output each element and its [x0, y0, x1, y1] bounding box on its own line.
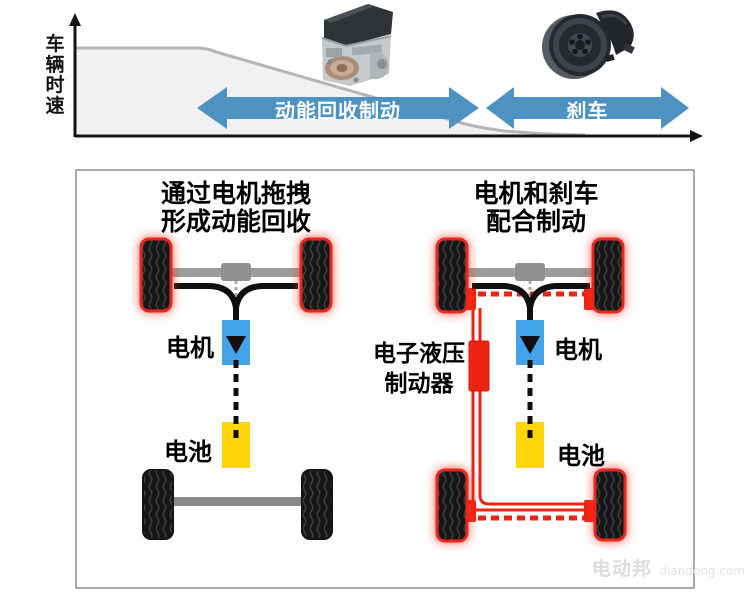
wheel-front-right: [591, 237, 625, 314]
watermark: 电动邦 diandong.com: [570, 554, 745, 581]
left-chassis-diagram: [139, 237, 333, 540]
right-chassis-diagram: [435, 237, 627, 543]
ehb-label: 电子液压 制动器: [345, 339, 493, 399]
speed-curve-chart: [69, 13, 703, 142]
battery-box: [516, 422, 544, 468]
y-axis-arrowhead-icon: [69, 13, 81, 26]
battery-box: [222, 422, 250, 468]
right-panel-title: 电机和刹车 配合制动: [406, 180, 666, 236]
wheel-front-right: [299, 237, 333, 313]
left-panel-title-line1: 通过电机拖拽: [160, 179, 311, 208]
brake-disc-image: [542, 10, 635, 79]
power-flow-line: [233, 283, 298, 338]
hydraulic-lines: [462, 288, 598, 522]
panel-border-box: [75, 169, 695, 589]
left-battery-label: 电池: [164, 438, 212, 466]
brake-phase-arrow-icon: [486, 87, 689, 129]
curve-fill-area: [76, 48, 585, 136]
wheel-rear-right: [301, 469, 333, 540]
wheel-front-left: [139, 237, 173, 313]
wheel-rear-left: [142, 469, 174, 540]
ehb-actuator-box: [468, 340, 490, 392]
brake-phase-label: 刹车: [566, 98, 609, 123]
left-panel-title-line2: 形成动能回收: [160, 207, 311, 236]
ehb-label-line1: 电子液压: [373, 341, 465, 367]
wheel-rear-left: [435, 468, 469, 543]
differential: [515, 263, 545, 281]
speed-curve: [76, 46, 586, 137]
regen-phase-label: 动能回收制动: [275, 98, 401, 123]
watermark-site: diandong.com: [659, 564, 745, 578]
right-battery-label: 电池: [557, 442, 605, 470]
regen-phase-arrow-icon: [197, 87, 479, 129]
flow-arrowhead-icon: [520, 336, 540, 354]
left-panel-title: 通过电机拖拽 形成动能回收: [106, 180, 366, 236]
rear-axle: [150, 497, 322, 506]
y-axis-label: 车辆时速: [45, 33, 65, 117]
wheel-rear-right: [593, 468, 627, 542]
watermark-brand: 电动邦: [591, 558, 652, 580]
right-motor-label: 电机: [554, 336, 602, 364]
engine-image: [321, 4, 393, 86]
flow-arrowhead-icon: [226, 336, 246, 354]
ehb-label-line2: 制动器: [384, 371, 454, 397]
differential: [221, 263, 251, 281]
left-motor-label: 电机: [166, 334, 214, 362]
power-flow-line: [527, 283, 590, 338]
right-panel-title-line1: 电机和刹车: [473, 179, 599, 208]
wheel-front-left: [435, 237, 469, 314]
x-axis-arrowhead-icon: [690, 130, 703, 142]
right-panel-title-line2: 配合制动: [485, 207, 586, 236]
